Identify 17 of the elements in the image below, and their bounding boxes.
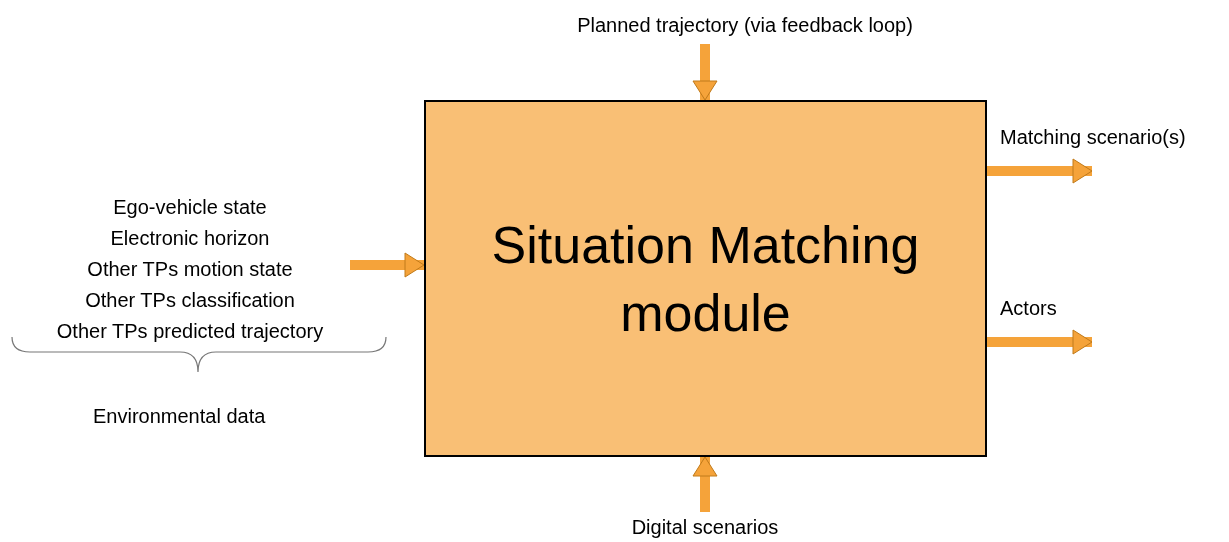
input-item: Other TPs classification [84,288,296,313]
edge-label: Matching scenario(s) [1000,126,1186,149]
block-arrow [987,158,1093,184]
module-box [424,100,987,457]
block-arrow [692,456,718,512]
input-item: Other TPs predicted trajectory [55,319,325,344]
module-title: Situation Matching module [490,214,921,344]
brace-label: Environmental data [93,405,266,428]
input-label: Digital scenarios [585,512,825,542]
block-arrow [692,44,718,101]
edge-label: Actors [1000,297,1057,320]
input-item: Ego-vehicle state [112,195,268,220]
block-arrow [350,252,425,278]
input-label: Planned trajectory (via feedback loop) [520,10,970,44]
input-item: Other TPs motion state [86,257,294,282]
input-item: Electronic horizon [109,226,271,251]
block-arrow [987,329,1093,355]
